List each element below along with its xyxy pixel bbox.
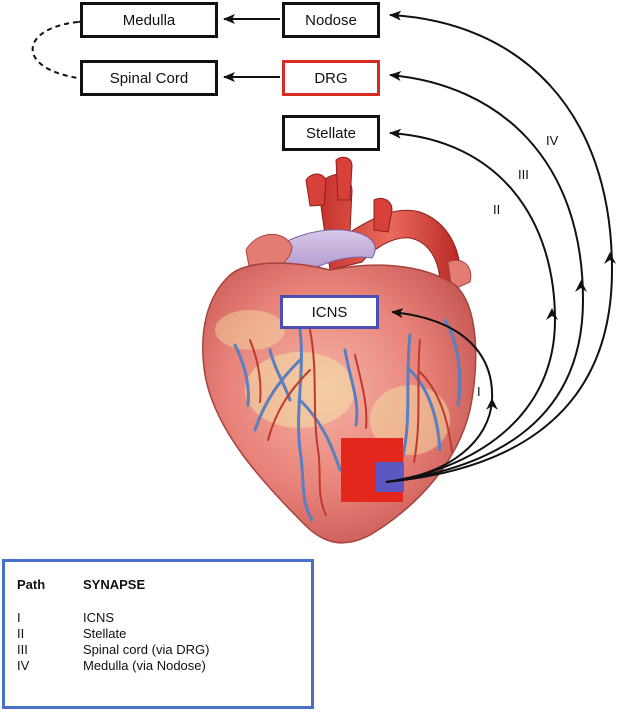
medulla-label: Medulla — [122, 11, 176, 29]
legend-row-synapse: Stellate — [83, 626, 127, 641]
legend-row-path: IV — [17, 658, 30, 673]
path-label-I: I — [477, 384, 481, 399]
medulla-spinal-dashed-link — [31, 15, 90, 79]
icns-box: ICNS — [280, 295, 379, 329]
path-II-curve — [385, 128, 557, 483]
stellate-box: Stellate — [282, 115, 380, 151]
drg-label: DRG — [314, 69, 348, 87]
path-label-IV: IV — [546, 133, 559, 148]
path-label-III: III — [518, 167, 529, 182]
legend-table: Path SYNAPSE I ICNS II Stellate III Spin… — [2, 559, 314, 709]
legend-row-synapse: Medulla (via Nodose) — [83, 658, 206, 673]
nodose-box: Nodose — [282, 2, 380, 38]
legend-header-path: Path — [17, 577, 46, 592]
path-IV-curve — [385, 10, 614, 483]
stellate-label: Stellate — [305, 124, 357, 142]
icns-label: ICNS — [311, 303, 348, 321]
blue-zone — [376, 462, 404, 492]
path-III-mid-arrowhead — [575, 280, 587, 292]
spinal-cord-box: Spinal Cord — [80, 60, 218, 96]
nodose-label: Nodose — [305, 11, 357, 29]
path-IV-mid-arrowhead — [604, 252, 616, 264]
path-III-curve — [385, 71, 585, 483]
spinal-cord-label: Spinal Cord — [109, 69, 189, 87]
legend-row-path: II — [17, 626, 25, 641]
path-I-mid-arrowhead — [486, 398, 498, 410]
medulla-box: Medulla — [80, 2, 218, 38]
heart-illustration — [202, 156, 477, 544]
legend-header-synapse: SYNAPSE — [83, 577, 146, 592]
path-label-II: II — [493, 202, 500, 217]
legend-row-synapse: ICNS — [83, 610, 115, 625]
legend-row-synapse: Spinal cord (via DRG) — [83, 642, 210, 657]
legend-row-path: I — [17, 610, 21, 625]
path-II-mid-arrowhead — [546, 308, 558, 320]
drg-box: DRG — [282, 60, 380, 96]
legend-row-path: III — [17, 642, 28, 657]
